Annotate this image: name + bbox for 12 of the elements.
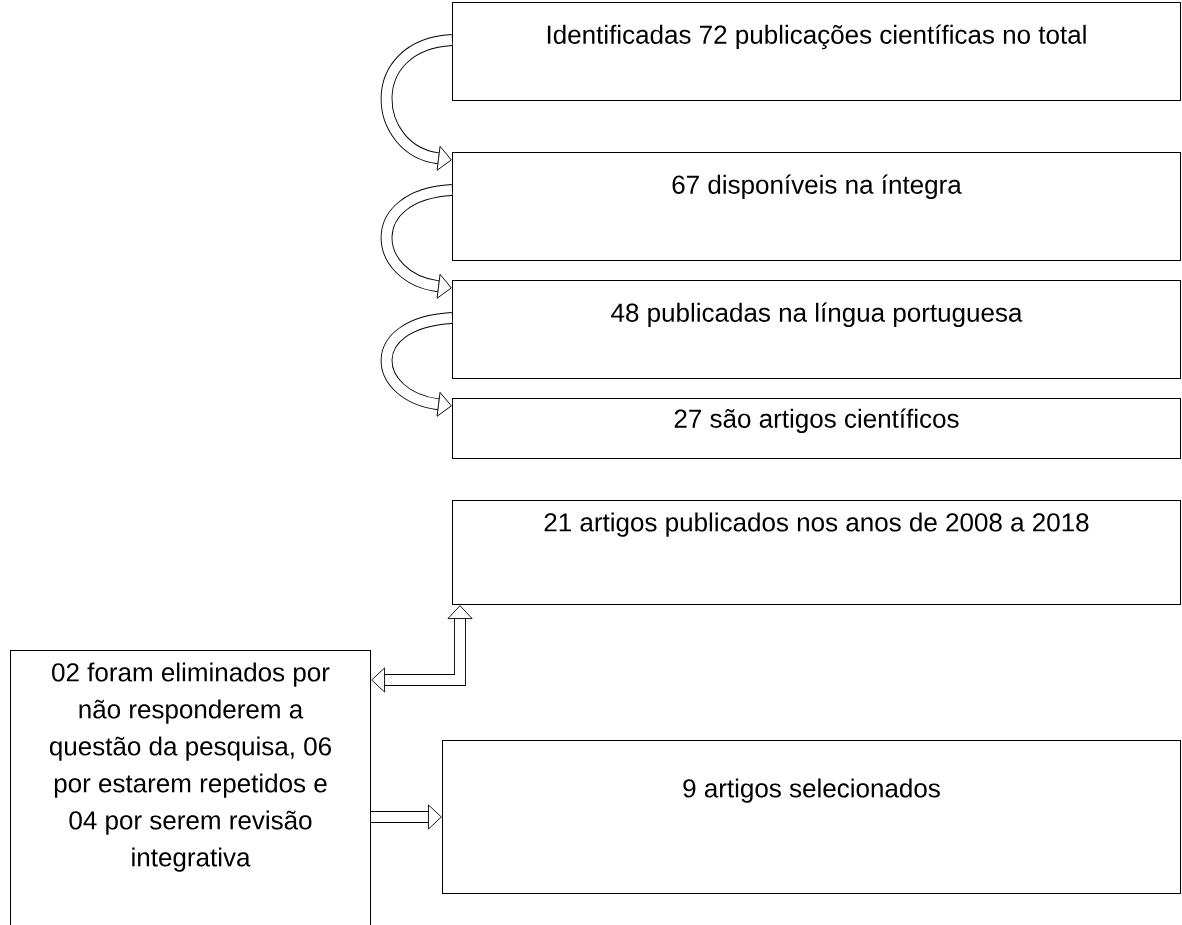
- process-box: 02 foram eliminados por não responderem a questão da pesquisa, 06 por estarem repetidos e 04 por serem revisão integrativa: [10, 650, 371, 925]
- block-arrow: [371, 804, 442, 830]
- block-arrow: [380, 312, 453, 417]
- process-box: 9 artigos selecionados: [442, 740, 1181, 894]
- process-box: 67 disponíveis na íntegra: [452, 152, 1181, 261]
- process-box: 21 artigos publicados nos anos de 2008 a 2018: [452, 500, 1181, 605]
- process-box: 27 são artigos científicos: [452, 398, 1181, 459]
- block-arrow: [380, 34, 453, 171]
- process-box: 48 publicadas na língua portuguesa: [452, 280, 1181, 379]
- process-box: Identificadas 72 publicações científicas no total: [452, 2, 1181, 101]
- block-arrow: [380, 184, 453, 299]
- block-arrow: [371, 605, 473, 693]
